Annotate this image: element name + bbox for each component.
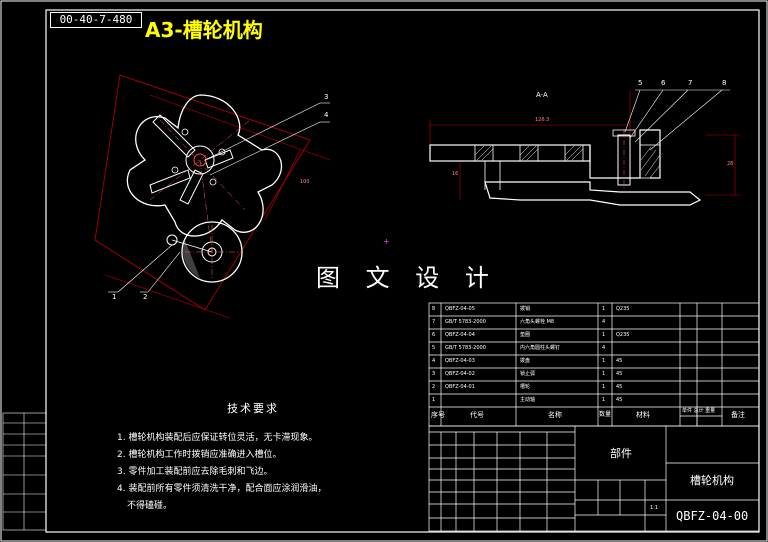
balloon-8: 8 <box>722 79 727 87</box>
tech-requirement-2: 2. 槽轮机构工作时拨销应准确进入槽位。 <box>117 450 282 460</box>
bom-header-remark: 备注 <box>731 411 745 419</box>
tech-requirement-1: 1. 槽轮机构装配后应保证转位灵活，无卡滞现象。 <box>117 433 318 443</box>
bom-cell: 1 <box>602 358 606 364</box>
binding-strip <box>2 412 47 531</box>
bom-cell: 槽轮 <box>520 384 531 390</box>
bom-cell: 1 <box>602 332 606 338</box>
geneva-plan-view <box>94 74 331 319</box>
bom-table-grid <box>428 302 760 427</box>
bom-header-weight: 单件 总计 重量 <box>682 408 716 414</box>
dim-section-height-right: 28 <box>727 161 734 167</box>
bom-cell: 1 <box>602 384 606 390</box>
title-block-grid <box>428 425 760 532</box>
balloon-4: 4 <box>324 111 329 119</box>
bom-header-qty: 数量 <box>599 411 612 418</box>
title-block-part-type: 部件 <box>610 447 632 460</box>
bom-header-material: 材料 <box>636 411 650 419</box>
balloon-7: 7 <box>688 79 693 87</box>
drive-disc <box>181 221 243 283</box>
bom-cell: 六角头螺栓 M8 <box>520 319 555 325</box>
bom-cell: 1 <box>602 397 606 403</box>
bom-cell: 3 <box>432 371 436 377</box>
bom-cell: 1 <box>432 397 436 403</box>
bom-cell: 锁止弧 <box>520 371 536 377</box>
sheet-title: A3-槽轮机构 <box>145 18 263 42</box>
drawing-code-box: 00-40-7-480 <box>50 12 142 28</box>
hub-bore <box>193 153 207 167</box>
title-block-drawing-number: QBFZ-04-00 <box>676 509 749 523</box>
bom-cell: QBFZ-04-03 <box>445 358 475 364</box>
bom-cell: QBFZ-04-04 <box>445 332 475 338</box>
slot-4 <box>149 169 191 194</box>
bom-header-code: 代号 <box>470 411 484 419</box>
bom-cell: 4 <box>602 319 606 325</box>
balloon-6: 6 <box>661 79 666 87</box>
balloon-1: 1 <box>112 293 117 301</box>
balloon-2: 2 <box>143 293 148 301</box>
tech-requirement-4-cont: 不得磕碰。 <box>127 501 173 511</box>
bom-cell: Q235 <box>616 306 630 312</box>
geneva-wheel-outline <box>126 94 283 237</box>
title-block-assembly-name: 槽轮机构 <box>690 474 734 487</box>
bom-header-name: 名称 <box>548 411 562 419</box>
dim-section-width: 126.3 <box>535 117 550 123</box>
balloon-3: 3 <box>324 93 329 101</box>
bom-cell: 6 <box>432 332 436 338</box>
bom-cell: 内六角圆柱头螺钉 <box>520 345 561 351</box>
bom-cell: 7 <box>432 319 436 325</box>
bom-cell: GB/T 5783-2000 <box>445 319 486 325</box>
bom-cell: QBFZ-04-01 <box>445 384 475 390</box>
title-block-scale: 1:1 <box>650 505 659 511</box>
bom-cell: 8 <box>432 306 436 312</box>
inner-border <box>45 9 760 533</box>
slot-1 <box>152 114 196 158</box>
tech-requirements-title: 技术要求 <box>227 402 279 415</box>
bom-cell: 主动轴 <box>520 397 536 403</box>
bom-cell: 45 <box>616 397 623 403</box>
dim-section-height-left: 16 <box>452 171 459 177</box>
dim-geneva-center: 100 <box>300 179 310 185</box>
bom-cell: 2 <box>432 384 436 390</box>
section-label: A-A <box>536 91 548 99</box>
bom-cell: 4 <box>602 345 606 351</box>
bom-cell: 拨销 <box>520 306 531 312</box>
bom-cell: 5 <box>432 345 436 351</box>
balloon-5: 5 <box>638 79 643 87</box>
watermark-text: 图 文 设 计 <box>316 264 498 292</box>
bom-cell: GB/T 5783-2000 <box>445 345 486 351</box>
bom-cell: 1 <box>602 306 606 312</box>
bom-cell: 拨盘 <box>520 358 531 364</box>
bom-cell: Q235 <box>616 332 630 338</box>
bom-cell: QBFZ-04-02 <box>445 371 475 377</box>
bom-cell: 1 <box>602 371 606 377</box>
slot-3 <box>179 169 204 205</box>
bom-cell: 45 <box>616 371 623 377</box>
bom-header-no: 序号 <box>431 411 445 419</box>
hub-outer <box>185 145 215 175</box>
bom-cell: 垫圈 <box>520 332 531 338</box>
tech-requirement-4: 4. 装配前所有零件须清洗干净，配合面应涂润滑油， <box>117 484 327 494</box>
tech-requirement-3: 3. 零件加工装配前应去除毛刺和飞边。 <box>117 467 273 477</box>
bom-cell: 45 <box>616 384 623 390</box>
boundary-outline <box>94 74 311 311</box>
center-marker: + <box>383 237 390 246</box>
bom-cell: 45 <box>616 358 623 364</box>
bom-cell: QBFZ-04-05 <box>445 306 475 312</box>
bom-cell: 4 <box>432 358 436 364</box>
section-view-aa <box>429 89 740 206</box>
